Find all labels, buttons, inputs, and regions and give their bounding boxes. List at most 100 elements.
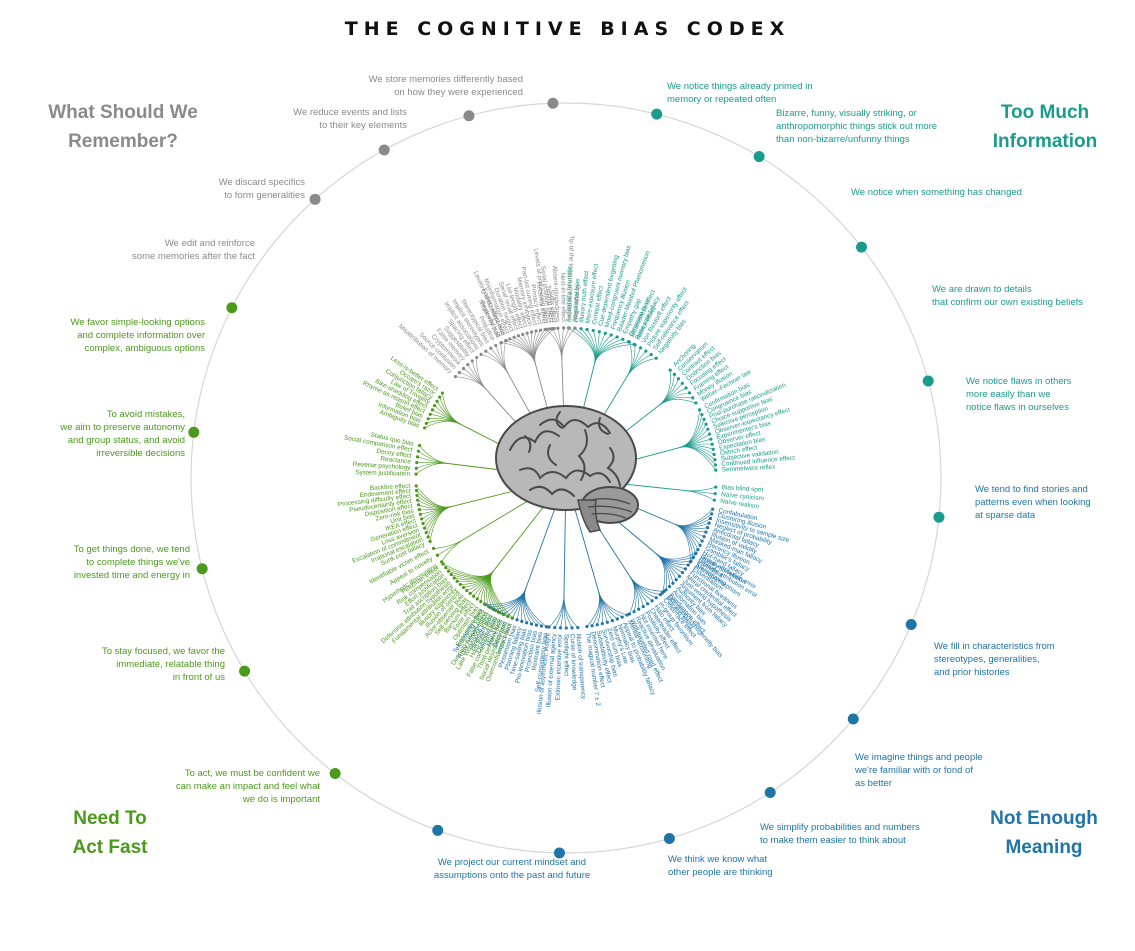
category-dot[interactable] — [553, 847, 565, 859]
bias-dot — [705, 526, 710, 530]
category-dot[interactable] — [905, 619, 917, 631]
bias-dot — [498, 611, 502, 615]
category-dot[interactable] — [226, 302, 238, 314]
category-label-line: at sparse data — [975, 510, 1036, 521]
bias-dot — [600, 621, 604, 626]
bias-dot — [423, 526, 427, 530]
bias-spoke — [658, 378, 679, 406]
bias-dot — [625, 613, 629, 617]
bias-dot — [686, 563, 690, 567]
bias-dot — [520, 619, 524, 623]
bias-dot — [707, 521, 711, 525]
category-dot[interactable] — [651, 108, 663, 120]
bias-dot — [486, 604, 490, 608]
bias-dot — [674, 578, 678, 582]
bias-spoke — [629, 576, 635, 615]
bias-spoke — [656, 553, 686, 570]
category-dot[interactable] — [432, 824, 444, 836]
category-label-line: to complete things we've — [86, 557, 190, 568]
bias-dot — [633, 343, 637, 347]
bias-dot — [550, 327, 554, 331]
bias-dot — [708, 516, 713, 521]
bias-dot — [457, 370, 461, 375]
bias-label: Reverse psychology — [353, 461, 412, 472]
category-dot[interactable] — [753, 151, 765, 163]
category-label-line: some memories after the fact — [131, 251, 255, 262]
category-label-line: on how they were experienced — [394, 87, 523, 98]
category-dot[interactable] — [329, 768, 341, 780]
category-dot[interactable] — [196, 563, 208, 575]
bias-dot — [452, 576, 456, 580]
category-dot[interactable] — [378, 144, 390, 156]
bias-dot — [444, 566, 448, 570]
bias-spoke — [476, 357, 488, 391]
bias-spoke — [534, 329, 546, 365]
bias-dot — [671, 581, 675, 585]
category-label-line: We simplify probabilities and numbers — [760, 822, 920, 833]
bias-dot — [585, 327, 589, 332]
bias-dot — [553, 625, 557, 630]
category-label-line: We project our current mindset and — [437, 857, 587, 868]
bias-dot — [494, 343, 498, 348]
bias-label: Bias blind spot — [721, 484, 763, 494]
bias-label: Testing effect — [544, 285, 554, 323]
brain-lobe — [495, 405, 637, 511]
category-label-line: We store memories differently based — [368, 74, 523, 85]
category-dot[interactable] — [663, 832, 675, 844]
bias-dot — [525, 331, 529, 335]
category-dot[interactable] — [547, 97, 559, 109]
category-dot[interactable] — [922, 375, 934, 387]
category-dot[interactable] — [463, 110, 475, 122]
category-label-line: We are drawn to details — [932, 284, 1032, 295]
bias-dot — [694, 551, 698, 555]
bias-dot — [662, 589, 667, 593]
bias-spoke — [679, 446, 717, 471]
bias-dot — [650, 599, 654, 603]
bias-dot — [698, 408, 702, 412]
bias-spoke — [523, 588, 537, 626]
bias-dot — [691, 396, 695, 400]
bias-dot — [461, 585, 466, 590]
bias-dot — [680, 381, 684, 385]
category-label-line: and prior histories — [934, 667, 1010, 678]
category-label-line: than non-bizarre/unfunny things — [776, 134, 910, 145]
bias-dot — [416, 503, 421, 507]
bias-dot — [479, 352, 483, 356]
quadrant-heading-remember: What Should We Remember? — [28, 98, 218, 156]
category-dot[interactable] — [847, 713, 859, 725]
bias-dot — [713, 492, 717, 496]
bias-dot — [510, 616, 514, 620]
bias-dot — [713, 463, 718, 467]
category-dot[interactable] — [239, 665, 251, 677]
bias-spoke — [563, 595, 578, 628]
bias-label: Attentional bias — [572, 278, 582, 322]
bias-label: Endowment effect — [359, 488, 411, 499]
category-label-line: we're familiar with or fond of — [855, 765, 973, 776]
bias-dot — [494, 609, 498, 613]
bias-dot — [516, 334, 521, 338]
bias-dot — [465, 588, 469, 593]
bias-label: Google effect — [572, 284, 581, 322]
bias-dot — [691, 555, 696, 559]
category-dot[interactable] — [309, 193, 321, 205]
category-label-line: patterns even when looking — [975, 497, 1091, 508]
category-dot[interactable] — [188, 426, 200, 438]
category-dot[interactable] — [764, 787, 776, 799]
bias-dot — [710, 442, 714, 446]
bias-dot — [714, 468, 718, 472]
bias-dot — [421, 521, 425, 526]
category-label-line: invested time and energy in — [73, 570, 190, 581]
bias-label: Availability heuristic — [565, 266, 573, 323]
bias-dot — [539, 624, 544, 628]
bias-dot — [615, 335, 619, 339]
category-dot[interactable] — [856, 241, 868, 253]
category-dot[interactable] — [933, 511, 945, 523]
bias-dot — [637, 607, 641, 611]
bias-dot — [649, 352, 653, 357]
bias-dot — [680, 570, 685, 575]
